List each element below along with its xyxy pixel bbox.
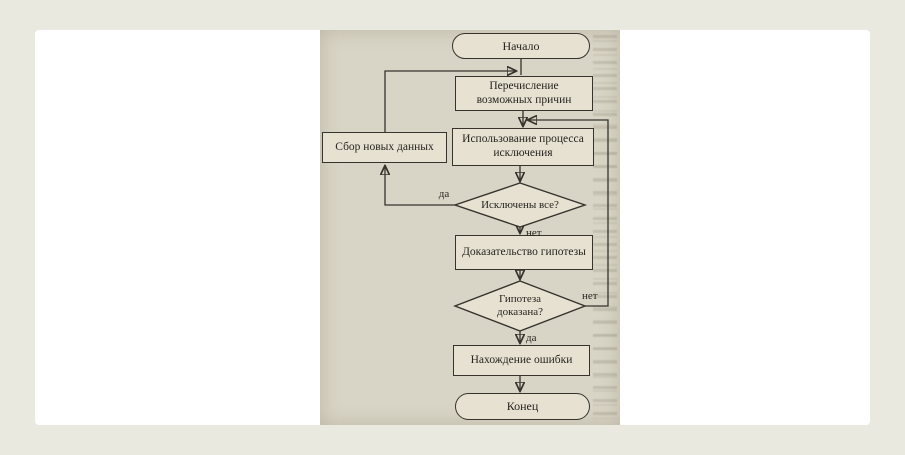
scanned-book-page: Начало Перечисление возможных причин Исп… xyxy=(320,30,620,425)
edge-label-no-to-prove: нет xyxy=(526,227,542,239)
decision-hypothesis-proven-shape xyxy=(453,280,587,332)
node-list-causes: Перечисление возможных причин xyxy=(455,76,593,111)
node-start: Начало xyxy=(452,33,590,59)
document-panel: Начало Перечисление возможных причин Исп… xyxy=(35,30,870,425)
flowchart-connectors xyxy=(320,59,609,425)
faded-page-text xyxy=(593,35,617,419)
edge-label-yes-to-collect: да xyxy=(438,188,450,200)
edge-label-no-loop: нет xyxy=(582,290,598,302)
decision-all-excluded-shape xyxy=(452,182,588,228)
decision-hypothesis-proven-label: Гипотеза доказана? xyxy=(496,293,544,318)
node-collect-new-data: Сбор новых данных xyxy=(322,132,447,163)
node-prove-hypothesis: Доказательство гипотезы xyxy=(455,235,593,270)
node-find-error: Нахождение ошибки xyxy=(453,345,590,376)
node-use-exclusion: Использование процесса исключения xyxy=(452,128,594,166)
decision-all-excluded-label: Исключены все? xyxy=(481,198,559,211)
node-end: Конец xyxy=(455,393,590,420)
edge-decision1-yes-to-collect xyxy=(385,166,455,206)
edge-decision2-no-loop xyxy=(528,120,609,307)
edge-label-yes-to-find: да xyxy=(526,332,537,344)
edge-collect-loop-to-list xyxy=(384,71,516,132)
